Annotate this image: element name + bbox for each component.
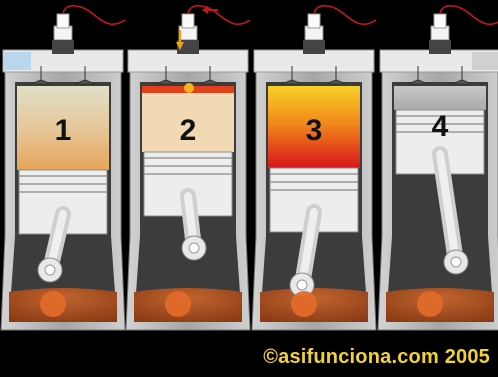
spark-plug-nut: [52, 40, 74, 54]
spark-plug-wire: [440, 6, 498, 25]
spark-plug-tip: [57, 14, 69, 28]
cylinder-3: 3: [252, 6, 376, 330]
cylinder-2: 2: [126, 6, 250, 330]
cylinder-1: 1: [1, 6, 125, 330]
gas-chamber-exhaust: [394, 86, 486, 110]
spark-plug-wire: [314, 6, 376, 25]
cylinder-4: 4: [378, 6, 498, 330]
crank-pin-center: [297, 280, 307, 290]
crankshaft: [291, 291, 317, 317]
stroke-number: 1: [55, 114, 72, 147]
stroke-number: 3: [306, 114, 323, 147]
crankshaft: [40, 291, 66, 317]
spark-plug-wire: [63, 6, 125, 25]
spark-plug-tip: [308, 14, 320, 28]
spark-plug-tip: [182, 14, 194, 28]
spark-plug-nut: [303, 40, 325, 54]
exhaust-port: [472, 52, 498, 70]
crankshaft: [165, 291, 191, 317]
crank-pin-center: [189, 243, 199, 253]
stroke-number: 2: [180, 114, 197, 147]
spark-flash: [184, 83, 194, 93]
crank-pin-center: [45, 265, 55, 275]
crankshaft: [417, 291, 443, 317]
spark-plug-nut: [429, 40, 451, 54]
copyright-credit: ©asifunciona.com 2005: [263, 346, 490, 369]
stroke-number: 4: [432, 110, 449, 143]
spark-plug-wire: [188, 6, 250, 25]
crank-pin-center: [451, 257, 461, 267]
intake-port: [3, 52, 31, 70]
spark-plug-tip: [434, 14, 446, 28]
